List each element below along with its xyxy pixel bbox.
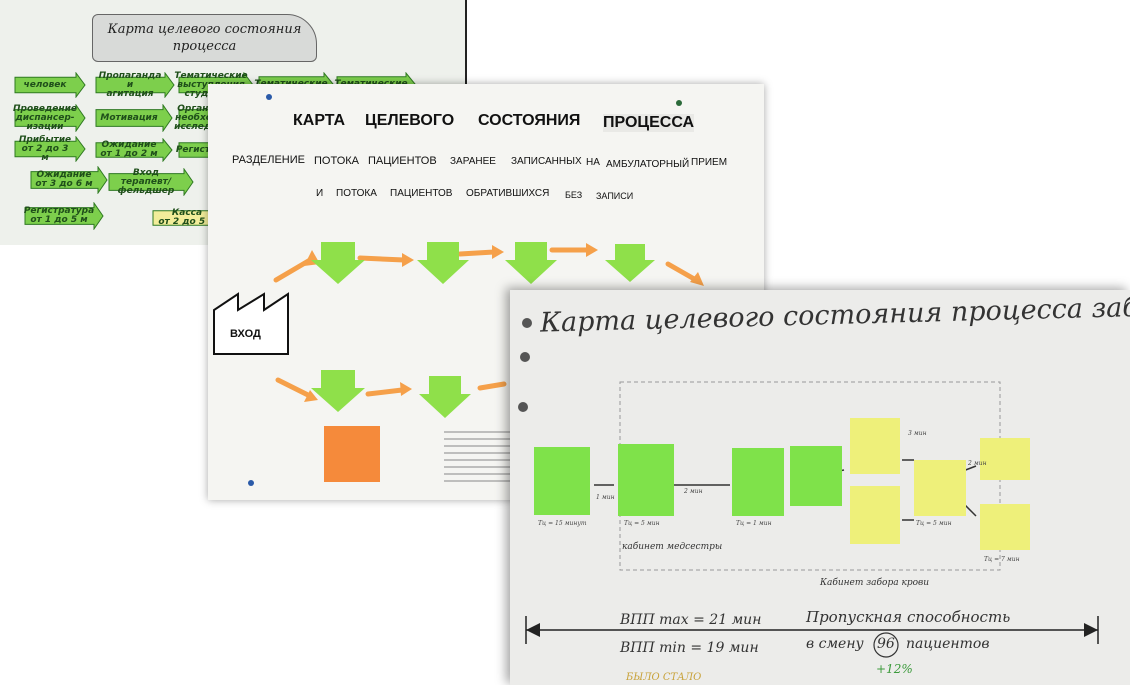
subtitle-word: ПОТОКА (336, 188, 377, 199)
process-arrow-label: Ожидание от 1 до 2 м (100, 140, 158, 159)
pin-icon (676, 100, 682, 106)
process-arrow-label: Проведение диспансер- изации (13, 103, 77, 132)
process-note (980, 504, 1030, 550)
binder-hole (522, 318, 532, 328)
before-after-label: БЫЛО СТАЛО (626, 672, 702, 683)
process-note (914, 460, 966, 516)
process-arrow-label: Пропаганда и агитация (98, 70, 162, 99)
process-note (850, 418, 900, 474)
subtitle-word: ПОТОКА (314, 155, 359, 167)
process-arrow-label: человек (23, 79, 67, 90)
process-arrow-label: Регистратура от 1 до 5 м (23, 206, 95, 225)
step-time: Tц = 5 мин (916, 520, 952, 527)
subtitle-word: РАЗДЕЛЕНИЕ (232, 154, 305, 166)
subtitle-word: БЕЗ (565, 190, 583, 200)
subtitle-word: ЗАРАНЕЕ (450, 156, 496, 167)
heading-word: ПРОЦЕССА (603, 114, 695, 132)
cabinet-label: кабинет медсестры (622, 542, 723, 552)
process-arrow: Проведение диспансер- изации (13, 103, 86, 132)
process-arrow-label: Прибытие от 2 до 3 м (18, 134, 72, 163)
step-time: Tц = 7 мин (984, 556, 1020, 563)
subtitle-word: ПРИЕМ (691, 157, 728, 168)
step-time: Tц = 1 мин (736, 520, 772, 527)
process-arrow: Ожидание от 3 до 6 м (30, 166, 108, 194)
step-time: Tц = 15 минут (538, 520, 587, 527)
factory-icon (213, 292, 289, 355)
binder-hole (518, 402, 528, 412)
step-time: 1 мин (596, 494, 615, 501)
process-arrow-label: Тематические (254, 74, 327, 94)
subtitle-word: ПАЦИЕНТОВ (368, 155, 437, 167)
process-arrow-label: Вход терапевт/ фельдшер (117, 167, 175, 196)
orange-sticky-note (324, 426, 380, 482)
subtitle-word: ЗАПИСИ (596, 191, 634, 201)
capacity-value: 96 (877, 636, 895, 652)
process-arrow: Пропаганда и агитация (95, 70, 175, 99)
flow-diagram (273, 242, 704, 418)
heading-word: ЦЕЛЕВОГО (365, 112, 455, 129)
heading-word: СОСТОЯНИЯ (478, 112, 581, 129)
subtitle-word: ЗАПИСАННЫХ (511, 156, 582, 167)
process-arrow: Вход терапевт/ фельдшер (108, 168, 194, 196)
capacity-prefix: в смену (806, 636, 864, 652)
room-label: Кабинет забора крови (820, 578, 930, 588)
capacity-label: Пропускная способность (806, 608, 1011, 626)
process-arrow-label: Ожидание от 3 до 6 м (35, 170, 93, 189)
process-arrow-label: Тематические (334, 74, 407, 94)
step-time: 2 мин (684, 488, 703, 495)
process-arrow: человек (14, 72, 86, 98)
vpp-max-label: ВПП max = 21 мин (620, 612, 762, 628)
subtitle-word: И (316, 188, 324, 199)
binder-hole (520, 352, 530, 362)
process-note (732, 448, 784, 516)
poster-title: Карта целевого состояния процесса (92, 14, 317, 62)
step-time: Tц = 5 мин (624, 520, 660, 527)
improvement-label: +12% (876, 662, 913, 676)
subtitle-word: НА (586, 157, 600, 168)
subtitle-word: АМБУЛАТОРНЫЙ (606, 159, 690, 170)
process-arrow-label: Мотивация (100, 112, 158, 123)
process-note (534, 447, 590, 515)
subtitle-word: ОБРАТИВШИХСЯ (466, 188, 550, 199)
entrance-label: ВХОД (230, 328, 261, 340)
photo-blood-sampling-map: Карта целевого состояния процесса забора… (510, 290, 1130, 685)
process-note (980, 438, 1030, 480)
process-arrow: Мотивация (95, 104, 173, 132)
process-arrow: Ожидание от 1 до 2 м (95, 138, 173, 162)
process-note (850, 486, 900, 544)
process-note (618, 444, 674, 516)
step-time: 2 мин (968, 460, 987, 467)
vpp-min-label: ВПП min = 19 мин (620, 640, 759, 656)
process-arrow: Прибытие от 2 до 3 м (14, 134, 86, 163)
capacity-suffix: пациентов (906, 636, 990, 652)
subtitle-word: ПАЦИЕНТОВ (390, 188, 453, 199)
pin-icon (266, 94, 272, 100)
process-arrow: Регистратура от 1 до 5 м (24, 202, 104, 230)
heading-word: КАРТА (293, 112, 346, 129)
step-time: 3 мин (908, 430, 927, 437)
pin-icon (248, 480, 254, 486)
process-note (790, 446, 842, 506)
